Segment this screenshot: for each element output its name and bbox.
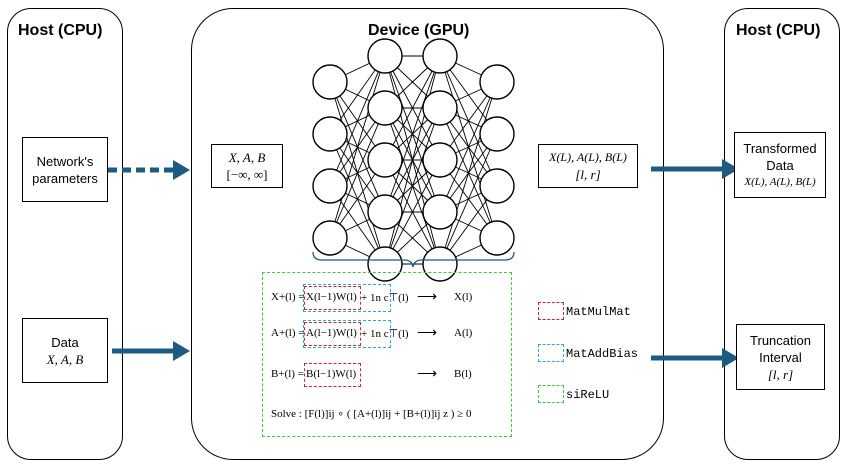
a-arrow: ⟶ — [417, 326, 438, 341]
network-node — [367, 38, 403, 74]
matmulmat-swatch — [538, 302, 564, 320]
network-edge — [384, 107, 441, 265]
network-edge — [329, 107, 386, 239]
network-node — [422, 90, 458, 126]
a-matmul-highlight — [304, 322, 361, 346]
network-edge — [384, 55, 441, 161]
device-title: Device (GPU) — [368, 22, 470, 39]
network-parameters-box: Network's parameters — [22, 137, 108, 202]
input-bounds-box: X, A, B [−∞, ∞] — [211, 144, 283, 188]
data-box-title: Data — [51, 334, 79, 350]
mataddbias-swatch — [538, 344, 564, 362]
a-matmul: A(l−1)W(l) — [306, 327, 357, 339]
network-parameters-line2: parameters — [32, 170, 98, 186]
truncation-line2: Interval — [759, 349, 802, 365]
truncation-line1: Truncation — [750, 332, 811, 348]
network-node — [479, 168, 515, 204]
x-result: X(l) — [454, 291, 473, 303]
host-left-title: Host (CPU) — [18, 22, 103, 39]
b-matmul-highlight — [304, 363, 361, 387]
network-node — [422, 194, 458, 230]
neural-network — [312, 38, 515, 282]
network-edge — [384, 55, 441, 265]
x-bias-highlight — [303, 284, 391, 312]
input-vars: X, A, B — [228, 150, 266, 165]
network-node — [312, 220, 348, 256]
b-lhs: B+(l) = — [271, 368, 304, 380]
network-node — [367, 90, 403, 126]
transformed-data-box: Transformed Data X(L), A(L), B(L) — [734, 132, 826, 198]
network-node — [312, 116, 348, 152]
matmulmat-label: MatMulMat — [566, 305, 631, 319]
network-node — [312, 64, 348, 100]
output-interval: [l, r] — [575, 167, 601, 182]
data-box-vars: X, A, B — [46, 351, 84, 367]
data-arrowhead — [173, 341, 190, 361]
output-bounds-box: X(L), A(L), B(L) [l, r] — [538, 144, 638, 188]
network-node — [422, 38, 458, 74]
network-parameters-line1: Network's — [36, 153, 94, 169]
network-node — [422, 142, 458, 178]
network-edge — [384, 55, 441, 213]
a-bias-highlight — [303, 320, 391, 348]
network-node — [479, 116, 515, 152]
silrelu-equations-box — [262, 272, 512, 437]
network-edge — [439, 81, 498, 213]
a-lhs: A+(l) = — [271, 327, 305, 339]
network-edge — [329, 55, 386, 187]
x-lhs: X+(l) = — [271, 291, 305, 303]
a-result: A(l) — [454, 327, 473, 339]
params-arrowhead — [173, 160, 190, 180]
network-node — [367, 194, 403, 230]
output-vars: X(L), A(L), B(L) — [549, 150, 627, 164]
truncation-arrowhead — [722, 348, 739, 368]
x-bias: + 1n c⊤(l) — [361, 292, 409, 304]
transformed-arrowhead — [722, 159, 739, 179]
host-right-panel — [724, 8, 840, 460]
sirelu-label: siReLU — [566, 388, 610, 402]
device-panel — [191, 8, 664, 460]
x-matmul-highlight — [304, 286, 361, 310]
network-edge — [329, 55, 386, 239]
b-arrow: ⟶ — [417, 367, 438, 382]
a-bias: + 1n c⊤(l) — [361, 328, 409, 340]
truncation-value: [l, r] — [767, 366, 794, 382]
network-edge — [439, 81, 498, 265]
mataddbias-label: MatAddBias — [566, 347, 639, 361]
b-matmul: B(l−1)W(l) — [306, 368, 357, 380]
network-edge — [384, 159, 441, 265]
transformed-line1: Transformed — [743, 140, 817, 156]
network-brace — [312, 251, 515, 268]
host-left-panel — [7, 8, 123, 460]
sirelu-swatch — [538, 385, 564, 403]
transformed-vars: X(L), A(L), B(L) — [744, 175, 816, 188]
input-interval: [−∞, ∞] — [226, 167, 268, 182]
network-node — [479, 220, 515, 256]
network-node — [312, 168, 348, 204]
transformed-line2: Data — [766, 157, 794, 173]
x-matmul: X(l−1)W(l) — [306, 291, 357, 303]
network-node — [367, 142, 403, 178]
network-node — [479, 64, 515, 100]
network-edge — [439, 133, 498, 265]
host-right-title: Host (CPU) — [736, 22, 821, 39]
x-arrow: ⟶ — [417, 290, 438, 305]
solve-equation: Solve : [F(l)]ij ∘ ( [A+(l)]ij + [B+(l)]… — [271, 408, 472, 420]
truncation-interval-box: Truncation Interval [l, r] — [736, 324, 825, 390]
data-box: Data X, A, B — [22, 318, 108, 383]
b-result: B(l) — [454, 368, 472, 380]
